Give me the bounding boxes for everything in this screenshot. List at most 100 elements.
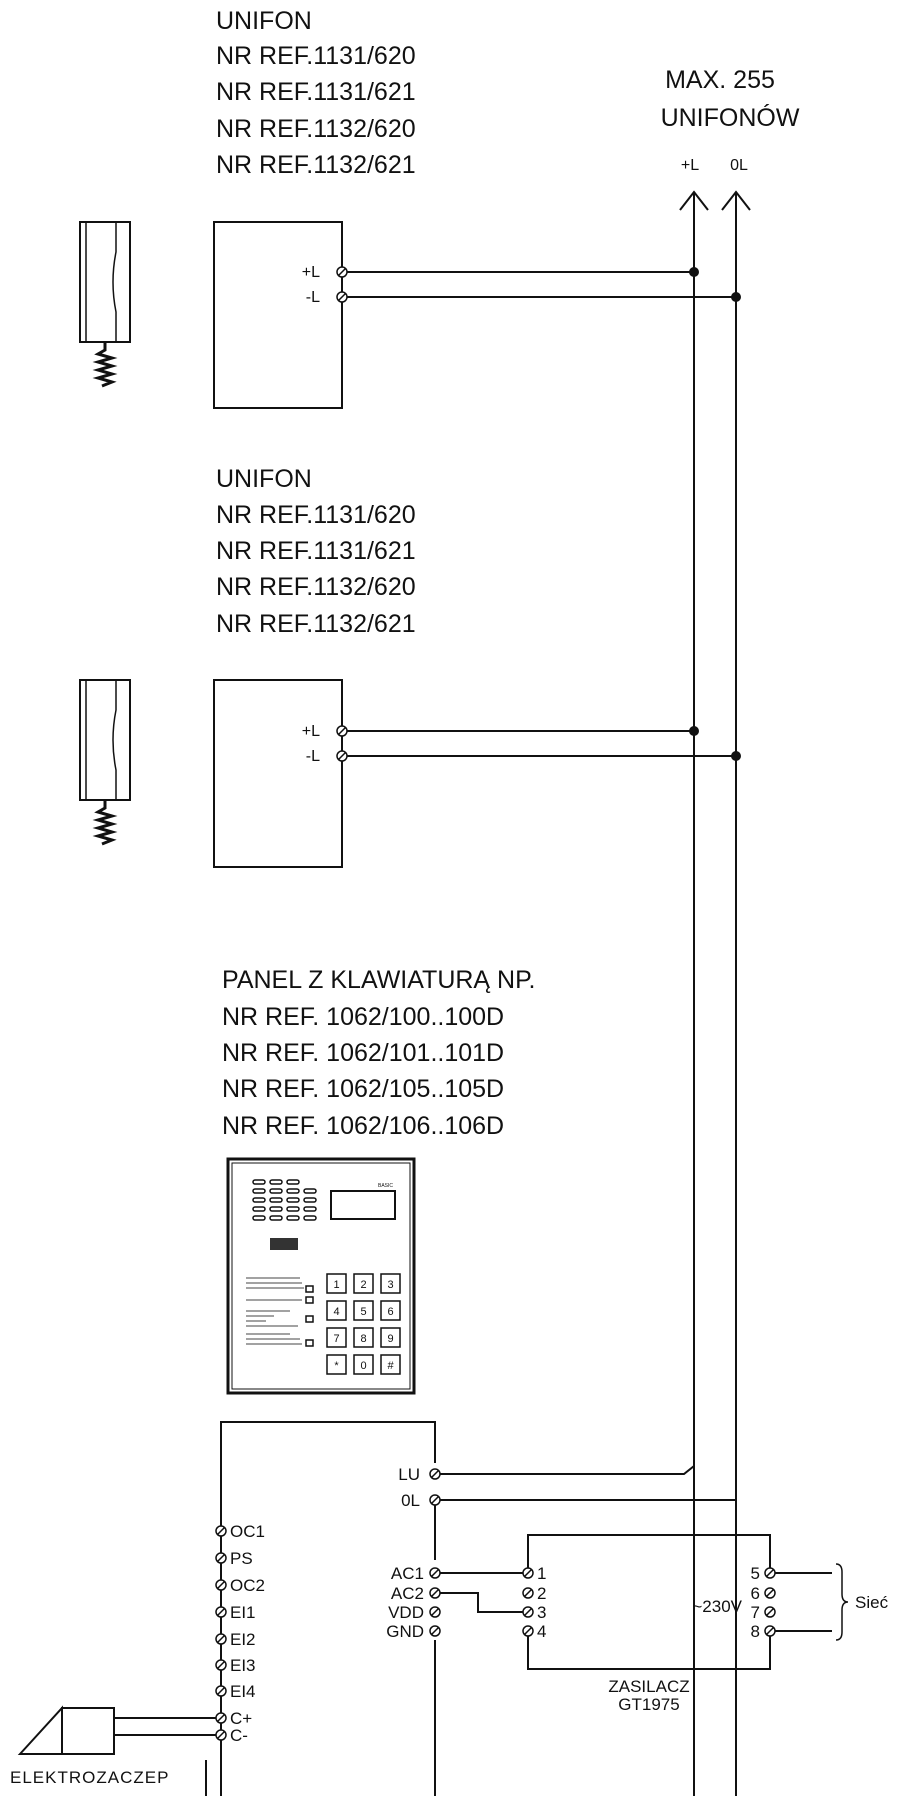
junction-2-plus <box>689 726 699 736</box>
wire-0l-to-bus <box>440 1460 737 1501</box>
svg-text:*: * <box>334 1360 339 1372</box>
terminal-c-minus: C- <box>230 1726 248 1745</box>
keypad: 1 2 3 4 5 6 7 8 9 * 0 # <box>326 1273 401 1375</box>
panel-ref-1: NR REF. 1062/100..100D <box>222 1003 504 1031</box>
handset-2-icon <box>78 678 132 846</box>
unifon-2-box <box>213 679 343 868</box>
unifon-2-terminal-plus: +L <box>302 723 320 740</box>
svg-text:1: 1 <box>333 1279 339 1291</box>
unifon-2-ref-3: NR REF.1132/620 <box>216 573 416 601</box>
bus-zero-label: 0L <box>730 157 748 174</box>
svg-text:9: 9 <box>387 1333 393 1345</box>
unifon-1-terminal-minus: -L <box>306 289 320 306</box>
controller-left-terminals: OC1 PS OC2 EI1 EI2 EI3 EI4 C+ C- <box>215 1522 265 1745</box>
key-1: 1 <box>326 1273 347 1294</box>
panel-ref-2: NR REF. 1062/101..101D <box>222 1039 504 1067</box>
controller-screw-lu <box>429 1468 441 1480</box>
svg-text:3: 3 <box>387 1279 393 1291</box>
terminal-gnd: GND <box>386 1622 424 1641</box>
speaker-grille-icon <box>252 1179 317 1221</box>
psu-voltage: ~230V <box>692 1597 742 1616</box>
unifon-1-ref-4: NR REF.1132/621 <box>216 151 416 179</box>
unifon-1-screw-minus <box>336 291 348 303</box>
psu-outline-bottom <box>527 1631 771 1670</box>
terminal-ac1: AC1 <box>391 1564 424 1583</box>
key-2: 2 <box>353 1273 374 1294</box>
unifon-2-terminal-minus: -L <box>306 748 320 765</box>
controller-screw-0l <box>429 1494 441 1506</box>
unifon-1-screw-plus <box>336 266 348 278</box>
wire-ac2 <box>440 1592 523 1613</box>
psu-terminal-5: 5 <box>751 1564 760 1583</box>
junction-2-minus <box>731 751 741 761</box>
key-7: 7 <box>326 1327 347 1348</box>
unifon-2-ref-4: NR REF.1132/621 <box>216 610 416 638</box>
bus-max-line1: MAX. 255 <box>665 66 775 94</box>
key-hash: # <box>380 1354 401 1375</box>
terminal-oc1: OC1 <box>230 1522 265 1541</box>
controller-block: LU 0L OC1 PS OC2 EI1 EI2 EI3 EI4 C+ C- A… <box>215 1421 737 1796</box>
controller-terminal-lu: LU <box>398 1465 420 1484</box>
psu-terminal-1: 1 <box>537 1564 546 1583</box>
bus-plus-label: +L <box>681 157 699 174</box>
key-8: 8 <box>353 1327 374 1348</box>
unifon-2-screw-minus <box>336 750 348 762</box>
door-lock-icon <box>17 1705 63 1755</box>
terminal-ps: PS <box>230 1549 253 1568</box>
key-9: 9 <box>380 1327 401 1348</box>
unifon-block-2: UNIFON NR REF.1131/620 NR REF.1131/621 N… <box>78 465 741 868</box>
door-lock-block: ELEKTROZACZEP <box>10 1705 216 1796</box>
key-0: 0 <box>353 1354 374 1375</box>
unifon-block-1: UNIFON NR REF.1131/620 NR REF.1131/621 N… <box>78 7 741 409</box>
svg-text:0: 0 <box>360 1360 366 1372</box>
unifon-1-terminal-plus: +L <box>302 264 320 281</box>
terminal-ei1: EI1 <box>230 1603 256 1622</box>
panel-ref-4: NR REF. 1062/106..106D <box>222 1112 504 1140</box>
key-5: 5 <box>353 1300 374 1321</box>
key-star: * <box>326 1354 347 1375</box>
controller-power-terminals: AC1 AC2 VDD GND <box>386 1564 441 1641</box>
psu-terminal-7: 7 <box>751 1603 760 1622</box>
svg-text:8: 8 <box>360 1333 366 1345</box>
svg-text:2: 2 <box>360 1279 366 1291</box>
unifon-1-title: UNIFON <box>216 7 312 35</box>
svg-text:4: 4 <box>333 1306 339 1318</box>
door-lock-label: ELEKTROZACZEP <box>10 1768 169 1787</box>
terminal-oc2: OC2 <box>230 1576 265 1595</box>
handset-1-icon <box>78 220 132 388</box>
panel-ref-3: NR REF. 1062/105..105D <box>222 1075 504 1103</box>
unifon-1-ref-2: NR REF.1131/621 <box>216 78 416 106</box>
psu-terminal-6: 6 <box>751 1584 760 1603</box>
bus-header: MAX. 255 UNIFONÓW +L 0L <box>661 66 800 211</box>
controller-terminal-0l: 0L <box>401 1491 420 1510</box>
panel-instructions <box>246 1277 304 1345</box>
terminal-ei4: EI4 <box>230 1682 256 1701</box>
key-4: 4 <box>326 1300 347 1321</box>
terminal-c-plus: C+ <box>230 1709 252 1728</box>
unifon-1-box <box>213 221 343 409</box>
terminal-vdd: VDD <box>388 1603 424 1622</box>
terminal-ei3: EI3 <box>230 1656 256 1675</box>
unifon-1-ref-1: NR REF.1131/620 <box>216 42 416 70</box>
psu-terminal-3: 3 <box>537 1603 546 1622</box>
panel-display <box>330 1190 396 1220</box>
mains-brace <box>835 1563 849 1641</box>
unifon-2-screw-plus <box>336 725 348 737</box>
panel-block: PANEL Z KLAWIATURĄ NP. NR REF. 1062/100.… <box>222 966 536 1395</box>
unifon-2-ref-1: NR REF.1131/620 <box>216 501 416 529</box>
psu-terminal-8: 8 <box>751 1622 760 1641</box>
terminal-ei2: EI2 <box>230 1630 256 1649</box>
bus-max-line2: UNIFONÓW <box>661 103 800 132</box>
panel-display-tag: BASIC <box>378 1183 393 1189</box>
terminal-ac2: AC2 <box>391 1584 424 1603</box>
psu-block: 1 2 3 4 5 6 7 8 ~230V ZASILACZ GT1975 Si… <box>522 1534 889 1714</box>
svg-text:6: 6 <box>387 1306 393 1318</box>
psu-terminal-4: 4 <box>537 1622 546 1641</box>
panel-title: PANEL Z KLAWIATURĄ NP. <box>222 966 536 994</box>
key-3: 3 <box>380 1273 401 1294</box>
mains-label: Sieć <box>855 1593 889 1612</box>
wire-lu-to-bus <box>440 1460 695 1475</box>
psu-name: ZASILACZ <box>608 1677 689 1696</box>
unifon-2-ref-2: NR REF.1131/621 <box>216 537 416 565</box>
